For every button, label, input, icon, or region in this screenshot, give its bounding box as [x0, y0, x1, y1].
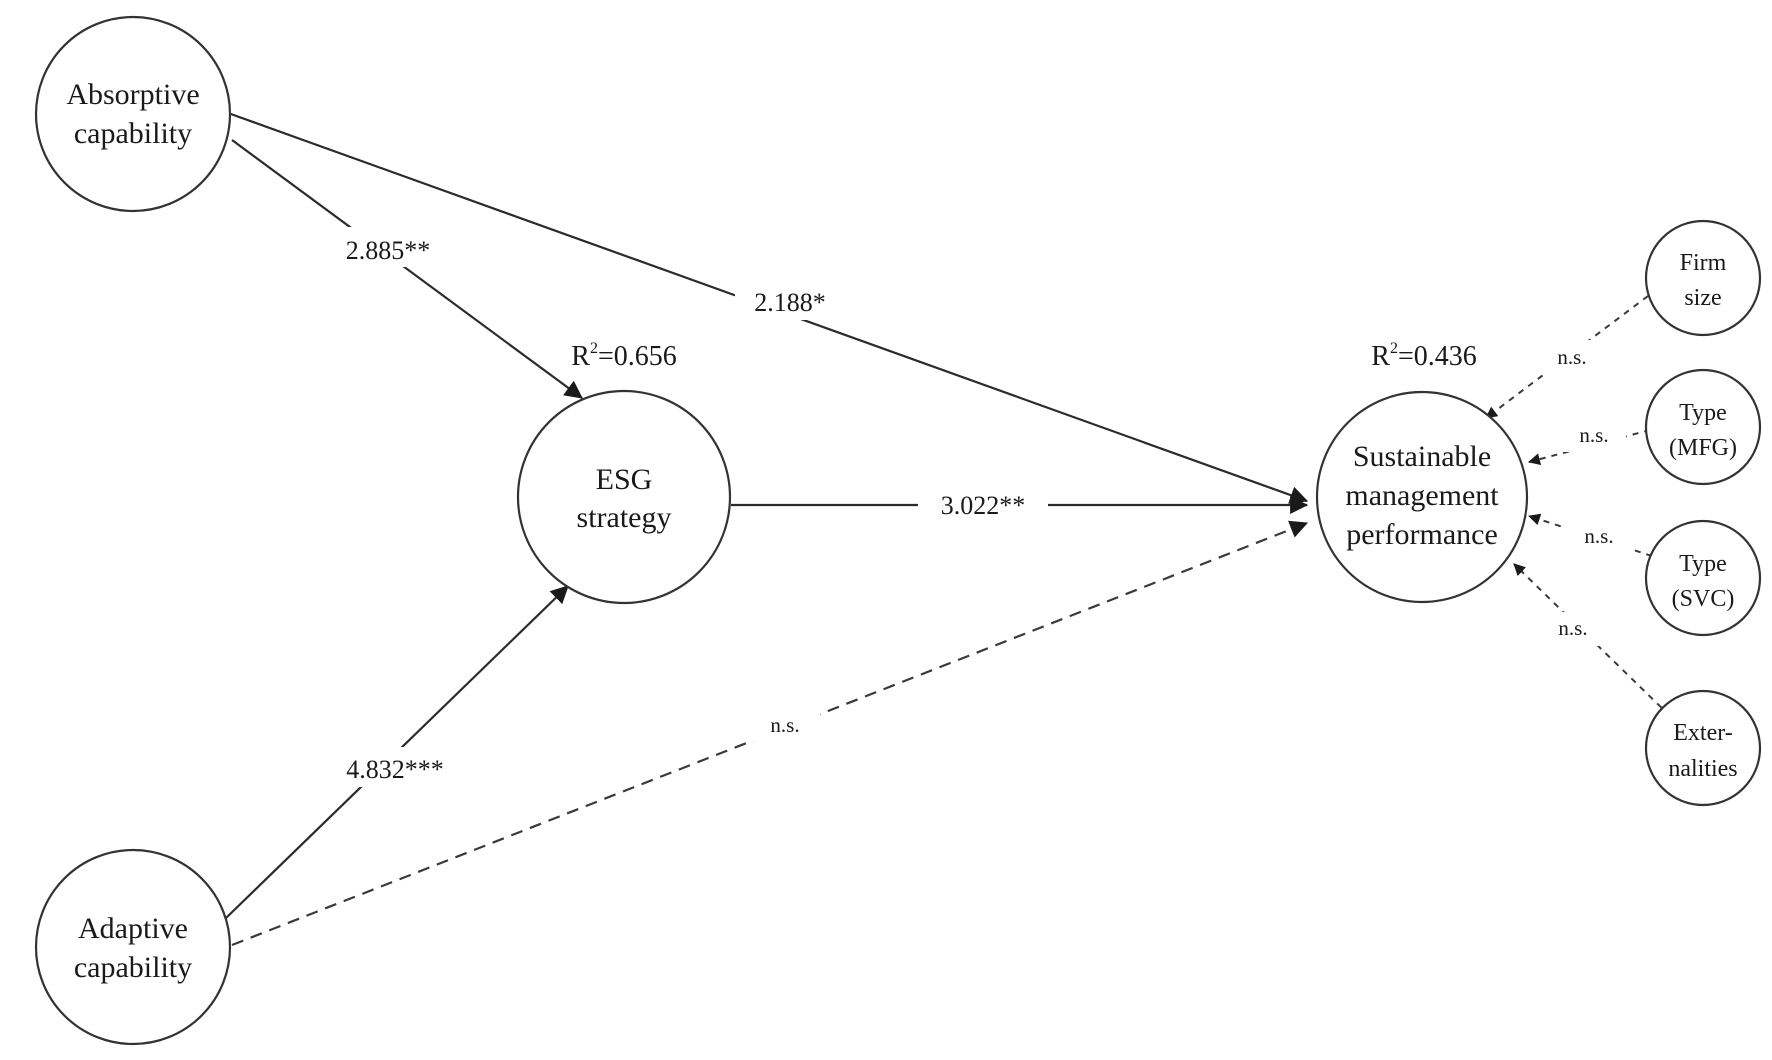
- svg-text:size: size: [1684, 285, 1721, 311]
- path-adaptive-to-smp: [231, 520, 1309, 947]
- svg-text:capability: capability: [74, 117, 192, 150]
- r2-esg-strategy: R2=0.656: [571, 340, 676, 372]
- svg-text:n.s.: n.s.: [1584, 524, 1613, 548]
- node-esg-strategy: ESG strategy: [516, 389, 732, 605]
- svg-text:Firm: Firm: [1680, 250, 1727, 276]
- svg-text:4.832***: 4.832***: [346, 755, 444, 784]
- svg-text:Type: Type: [1679, 551, 1727, 577]
- svg-text:n.s.: n.s.: [770, 713, 799, 737]
- svg-text:n.s.: n.s.: [1558, 616, 1587, 640]
- svg-text:management: management: [1345, 479, 1499, 512]
- node-adaptive-capability: Adaptive capability: [34, 848, 232, 1046]
- label-absorptive-to-esg: 2.885**: [330, 227, 446, 267]
- svg-text:3.022**: 3.022**: [941, 491, 1026, 520]
- svg-text:performance: performance: [1346, 518, 1498, 551]
- label-adaptive-to-smp: n.s.: [750, 705, 820, 741]
- label-adaptive-to-esg: 4.832***: [325, 747, 465, 787]
- svg-text:Adaptive: Adaptive: [78, 912, 188, 945]
- svg-text:Type: Type: [1679, 400, 1727, 426]
- svg-text:Exter-: Exter-: [1673, 720, 1732, 746]
- svg-text:capability: capability: [74, 951, 192, 984]
- label-esg-to-smp: 3.022**: [918, 482, 1048, 522]
- node-type-svc: Type (SVC): [1644, 519, 1762, 637]
- node-externalities: Exter- nalities: [1644, 689, 1762, 807]
- svg-text:2.188*: 2.188*: [754, 288, 826, 317]
- path-absorptive-to-esg: [231, 139, 583, 399]
- svg-text:nalities: nalities: [1668, 756, 1737, 782]
- svg-text:2.885**: 2.885**: [346, 236, 431, 265]
- svg-text:Absorptive: Absorptive: [66, 78, 199, 111]
- node-sustainable-management-performance: Sustainable management performance: [1315, 390, 1529, 604]
- node-type-mfg: Type (MFG): [1644, 368, 1762, 486]
- svg-text:Sustainable: Sustainable: [1353, 440, 1491, 473]
- label-firm-size-to-smp: n.s.: [1539, 340, 1605, 374]
- r2-sustainable-management-performance: R2=0.436: [1371, 340, 1476, 372]
- svg-text:ESG: ESG: [596, 463, 653, 496]
- node-absorptive-capability: Absorptive capability: [34, 15, 232, 213]
- svg-text:(SVC): (SVC): [1672, 586, 1735, 612]
- svg-text:(MFG): (MFG): [1669, 435, 1737, 461]
- label-absorptive-to-smp: 2.188*: [735, 280, 845, 320]
- svg-text:n.s.: n.s.: [1579, 423, 1608, 447]
- label-type-mfg-to-smp: n.s.: [1560, 418, 1626, 452]
- svg-text:strategy: strategy: [577, 501, 672, 534]
- svg-text:n.s.: n.s.: [1557, 345, 1586, 369]
- node-firm-size: Firm size: [1644, 219, 1762, 337]
- label-type-svc-to-smp: n.s.: [1565, 520, 1631, 554]
- label-externalities-to-smp: n.s.: [1540, 612, 1606, 646]
